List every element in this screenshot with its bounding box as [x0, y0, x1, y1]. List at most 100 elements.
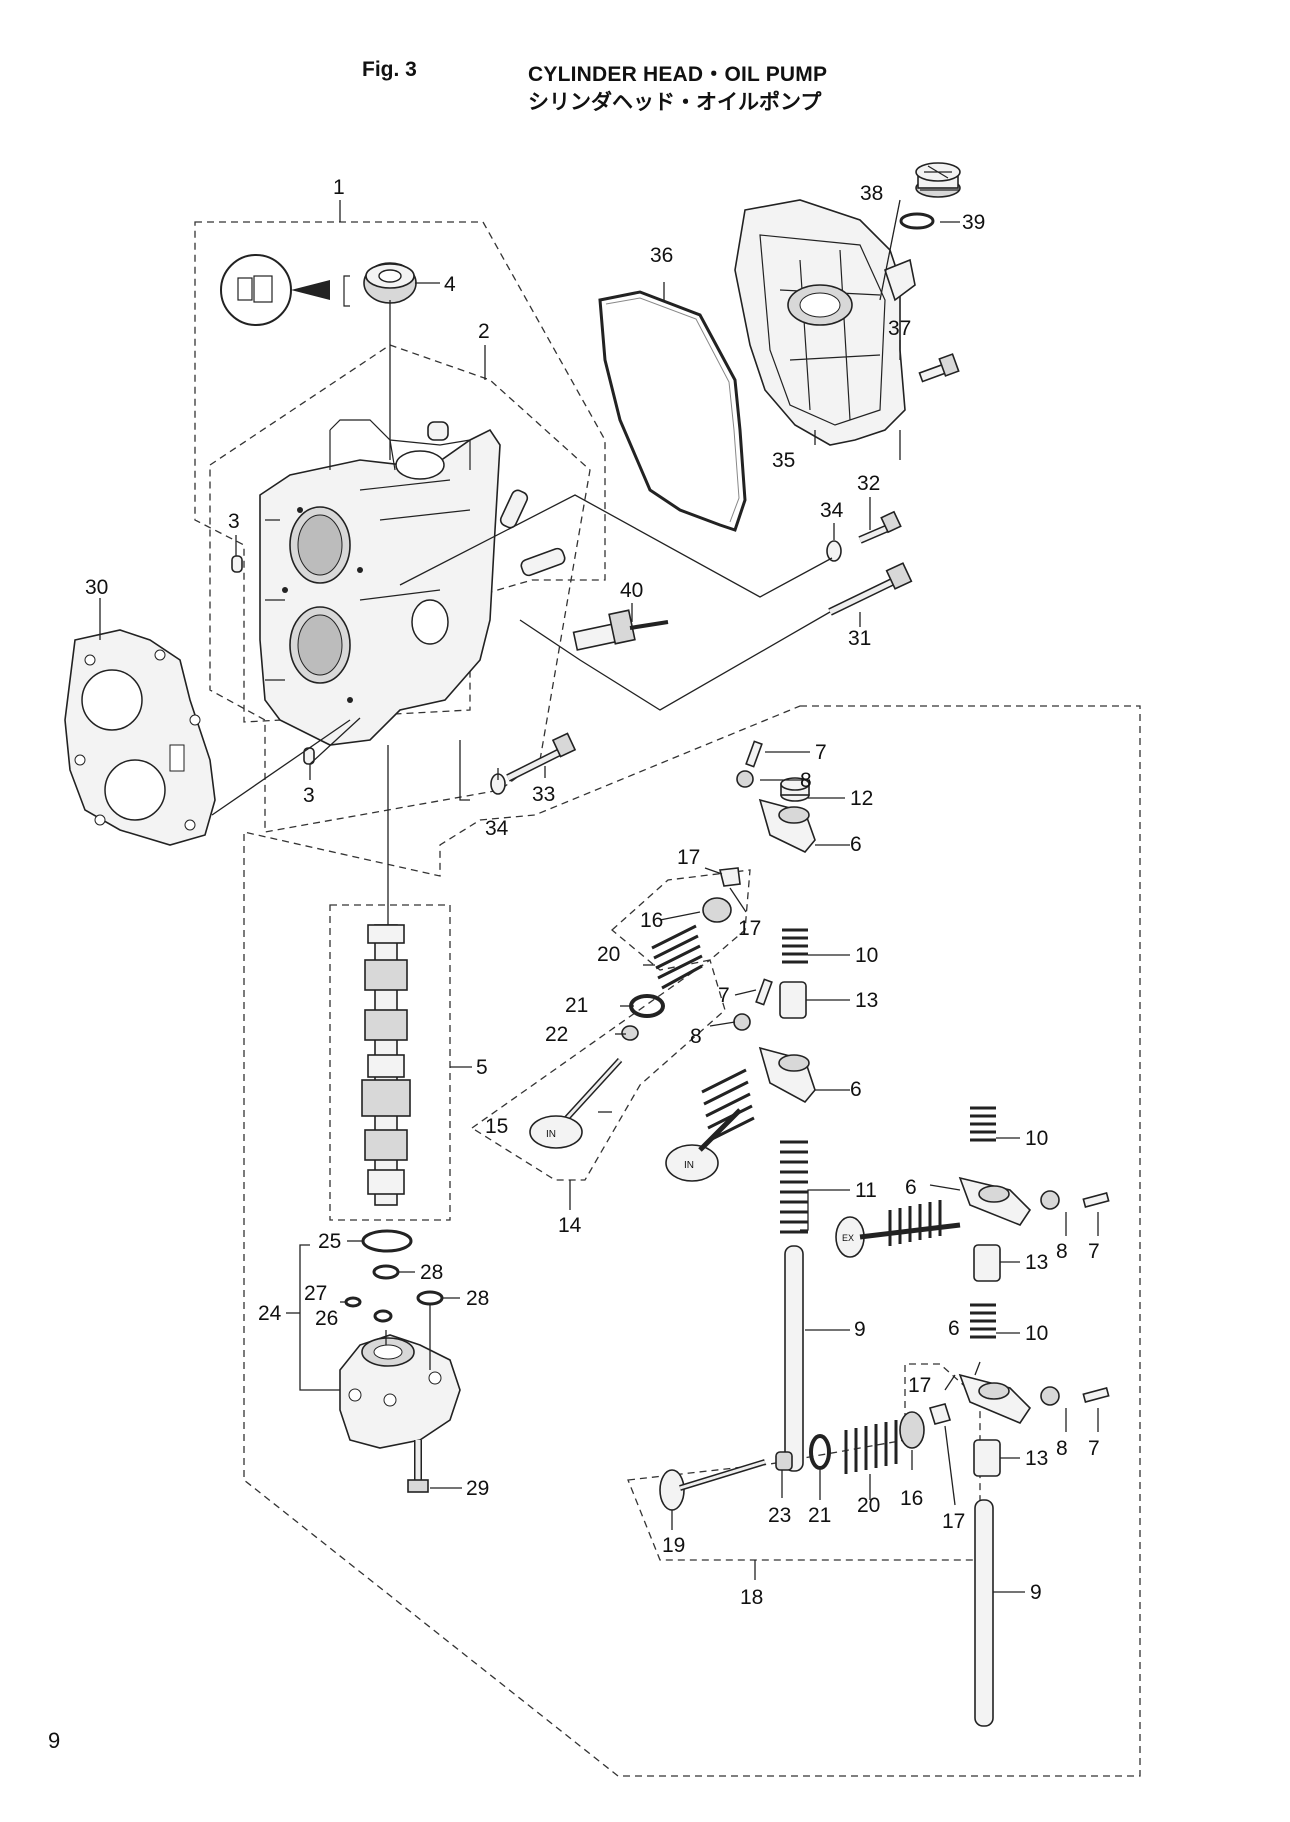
exhaust-valve-mid-part: [835, 1200, 961, 1258]
callout-10-c: 10: [1025, 1322, 1048, 1345]
spring-retainer-16-a: [702, 897, 732, 923]
callout-24: 24: [258, 1302, 282, 1325]
dowel-pin-3a: [231, 555, 243, 573]
valve-spring-20-b: [844, 1420, 898, 1474]
callout-8-c: 8: [1056, 1240, 1068, 1263]
figure-number: Fig. 3: [362, 58, 417, 81]
o-ring-28-a: [372, 1264, 400, 1280]
cover-bolt-part: [918, 353, 960, 383]
spring-seat-21-a: [629, 994, 665, 1018]
callout-30: 30: [85, 576, 108, 599]
callout-labels: 1 2 3 3 4 5 6 6 6 6 7 7 7 7 8 8 8 8 9 9 …: [85, 176, 1100, 1609]
group-boundaries: [194, 221, 1141, 1777]
callout-23: 23: [768, 1504, 791, 1527]
rocker-spring-10-b: [970, 1106, 996, 1142]
bolt-33-part: [506, 732, 577, 782]
oil-pump-o-ring-25: [361, 1229, 413, 1253]
oil-filler-cap-part: [915, 162, 961, 198]
callout-34-lower: 34: [485, 817, 509, 840]
callout-16-a: 16: [640, 909, 663, 932]
callout-6-b: 6: [850, 1078, 862, 1101]
callout-18: 18: [740, 1586, 763, 1609]
callout-19: 19: [662, 1534, 685, 1557]
adjust-screw-7-d: [1082, 1387, 1110, 1403]
push-rod-9-a: [784, 1245, 804, 1472]
return-spring-11: [780, 1140, 808, 1234]
callout-8-b: 8: [690, 1025, 702, 1048]
rocker-spring-10-a: [782, 928, 808, 964]
callout-26: 26: [315, 1307, 338, 1330]
spring-seat-21-b: [809, 1434, 831, 1470]
intake-valve-group-boundary: [470, 958, 726, 1181]
callout-17-c: 17: [908, 1374, 931, 1397]
rocker-guide-13-c: [973, 1439, 1001, 1477]
locknut-8-c: [1040, 1190, 1060, 1210]
callout-20-a: 20: [597, 943, 620, 966]
valve-stem-seal-22: [621, 1025, 639, 1041]
callout-13-c: 13: [1025, 1447, 1048, 1470]
callout-10-b: 10: [1025, 1127, 1048, 1150]
camshaft-boundary: [329, 904, 451, 1221]
callout-20-b: 20: [857, 1494, 880, 1517]
callout-17-a: 17: [677, 846, 700, 869]
callout-8-a: 8: [800, 769, 812, 792]
rocker-arm-6-d: [958, 1373, 1032, 1424]
rocker-guide-13-a: [779, 981, 807, 1019]
temperature-sensor-part: [572, 609, 669, 651]
intake-mark-b: IN: [684, 1160, 694, 1171]
callout-15: 15: [485, 1115, 508, 1138]
oil-pump-body-part: [339, 1334, 461, 1449]
intake-valve-mid-part: [665, 1068, 755, 1182]
callout-13-b: 13: [1025, 1251, 1048, 1274]
callout-9-a: 9: [854, 1318, 866, 1341]
callout-4: 4: [444, 273, 456, 296]
valve-spring-20-a: [651, 924, 703, 990]
rocker-guide-13-b: [973, 1244, 1001, 1282]
cover-gasket-part: [598, 290, 747, 532]
rocker-arm-6-b: [758, 1046, 816, 1104]
dowel-pin-top: [427, 421, 449, 441]
intake-cotter-group-boundary: [611, 869, 751, 971]
callout-17-d: 17: [942, 1510, 965, 1533]
callout-2: 2: [478, 320, 490, 343]
rocker-arm-6-c: [958, 1176, 1032, 1226]
callout-35: 35: [772, 449, 795, 472]
callout-22: 22: [545, 1023, 568, 1046]
leader-lines: [99, 189, 1099, 1593]
callout-32: 32: [857, 472, 880, 495]
adjust-screw-7-c: [1082, 1192, 1110, 1208]
callout-7-d: 7: [1088, 1437, 1100, 1460]
callout-6-d: 6: [948, 1317, 960, 1340]
callout-21-b: 21: [808, 1504, 831, 1527]
callout-38: 38: [860, 182, 883, 205]
locknut-8-d: [1040, 1386, 1060, 1406]
o-ring-26: [373, 1309, 393, 1323]
exhaust-mark: EX: [842, 1233, 854, 1243]
rocker-pivot-12: [780, 777, 810, 802]
push-rod-9-b: [974, 1499, 994, 1727]
exhaust-valve-group-boundary: [627, 1363, 981, 1561]
parts: [64, 162, 1110, 1727]
washer-34-upper: [826, 540, 842, 562]
valve-cotter-17-a: [719, 867, 741, 887]
intake-mark-a: IN: [546, 1129, 556, 1140]
oil-seal-part: [363, 262, 417, 304]
o-ring-27: [344, 1296, 362, 1308]
callout-10-a: 10: [855, 944, 878, 967]
callout-37: 37: [888, 317, 911, 340]
o-ring-28-b: [416, 1290, 444, 1306]
callout-39: 39: [962, 211, 985, 234]
callout-1: 1: [333, 176, 345, 199]
camshaft-part: [361, 924, 411, 1206]
callout-17-b: 17: [738, 917, 761, 940]
callout-7-b: 7: [718, 984, 730, 1007]
adjust-screw-7-a: [745, 740, 763, 768]
callout-7-a: 7: [815, 741, 827, 764]
head-gasket-part: [64, 629, 216, 846]
callout-9-b: 9: [1030, 1581, 1042, 1604]
rocker-arm-6-a: [758, 798, 816, 853]
oil-pump-bolt-part: [407, 1440, 429, 1493]
callout-21-a: 21: [565, 994, 588, 1017]
valve-train-boundary: [243, 705, 1141, 1777]
